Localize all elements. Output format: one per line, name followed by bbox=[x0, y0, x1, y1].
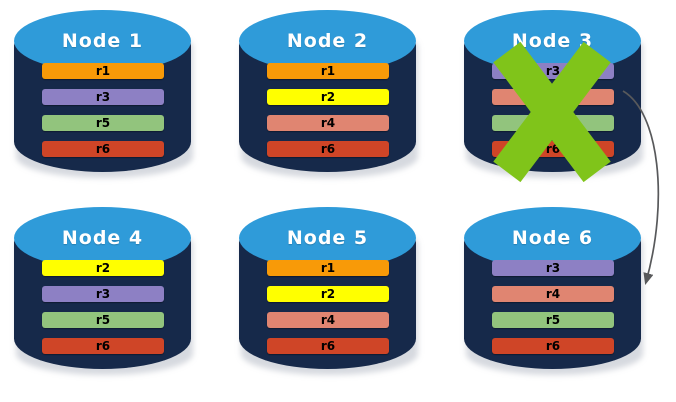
record-label: r6 bbox=[95, 142, 111, 156]
record-label: r6 bbox=[545, 339, 561, 353]
cylinder-top: Node 4 bbox=[14, 207, 191, 269]
record-bar[interactable]: r4 bbox=[267, 115, 389, 131]
node-title: Node 6 bbox=[511, 227, 594, 249]
record-list: r1 r3 r5 r6 bbox=[42, 63, 164, 167]
database-node-3[interactable]: Node 3 r3 r4 r5 r6 bbox=[462, 8, 647, 188]
record-bar[interactable]: r3 bbox=[492, 260, 614, 276]
record-label: r6 bbox=[320, 142, 336, 156]
record-bar[interactable]: r2 bbox=[267, 89, 389, 105]
record-label: r5 bbox=[95, 313, 111, 327]
record-label: r5 bbox=[545, 313, 561, 327]
record-bar[interactable]: r1 bbox=[267, 63, 389, 79]
record-label: r1 bbox=[95, 64, 111, 78]
record-label: r2 bbox=[320, 90, 336, 104]
record-label: r3 bbox=[95, 90, 111, 104]
database-node-1[interactable]: Node 1 r1 r3 r5 r6 bbox=[12, 8, 197, 188]
node-title: Node 2 bbox=[286, 30, 369, 52]
record-label: r1 bbox=[320, 64, 336, 78]
record-bar[interactable]: r6 bbox=[42, 141, 164, 157]
record-label: r2 bbox=[320, 287, 336, 301]
record-label: r3 bbox=[95, 287, 111, 301]
record-bar[interactable]: r6 bbox=[42, 338, 164, 354]
node-title: Node 5 bbox=[286, 227, 369, 249]
node-title: Node 1 bbox=[61, 30, 144, 52]
record-bar[interactable]: r5 bbox=[492, 312, 614, 328]
record-label: r5 bbox=[95, 116, 111, 130]
record-label: r4 bbox=[320, 313, 336, 327]
record-label: r4 bbox=[545, 287, 561, 301]
record-bar[interactable]: r6 bbox=[492, 338, 614, 354]
record-bar[interactable]: r5 bbox=[42, 312, 164, 328]
database-node-5[interactable]: Node 5 r1 r2 r4 r6 bbox=[237, 205, 422, 385]
cylinder-top: Node 1 bbox=[14, 10, 191, 72]
cylinder-top: Node 6 bbox=[464, 207, 641, 269]
record-bar[interactable]: r5 bbox=[42, 115, 164, 131]
record-bar[interactable]: r3 bbox=[42, 89, 164, 105]
cylinder-top: Node 2 bbox=[239, 10, 416, 72]
record-bar[interactable]: r4 bbox=[492, 286, 614, 302]
record-bar[interactable]: r6 bbox=[267, 141, 389, 157]
record-bar[interactable]: r2 bbox=[42, 260, 164, 276]
record-list: r3 r4 r5 r6 bbox=[492, 260, 614, 364]
record-bar[interactable]: r4 bbox=[267, 312, 389, 328]
connector-path bbox=[622, 90, 660, 285]
record-bar[interactable]: r3 bbox=[42, 286, 164, 302]
record-label: r4 bbox=[320, 116, 336, 130]
record-bar[interactable]: r2 bbox=[267, 286, 389, 302]
record-label: r1 bbox=[320, 261, 336, 275]
record-label: r6 bbox=[95, 339, 111, 353]
node-title: Node 4 bbox=[61, 227, 144, 249]
database-node-6[interactable]: Node 6 r3 r4 r5 r6 bbox=[462, 205, 647, 385]
database-node-4[interactable]: Node 4 r2 r3 r5 r6 bbox=[12, 205, 197, 385]
record-list: r1 r2 r4 r6 bbox=[267, 260, 389, 364]
record-label: r2 bbox=[95, 261, 111, 275]
cylinder-top: Node 5 bbox=[239, 207, 416, 269]
record-label: r3 bbox=[545, 261, 561, 275]
record-list: r2 r3 r5 r6 bbox=[42, 260, 164, 364]
record-bar[interactable]: r1 bbox=[42, 63, 164, 79]
record-bar[interactable]: r6 bbox=[267, 338, 389, 354]
record-bar[interactable]: r1 bbox=[267, 260, 389, 276]
database-node-2[interactable]: Node 2 r1 r2 r4 r6 bbox=[237, 8, 422, 188]
record-list: r1 r2 r4 r6 bbox=[267, 63, 389, 167]
record-label: r6 bbox=[320, 339, 336, 353]
